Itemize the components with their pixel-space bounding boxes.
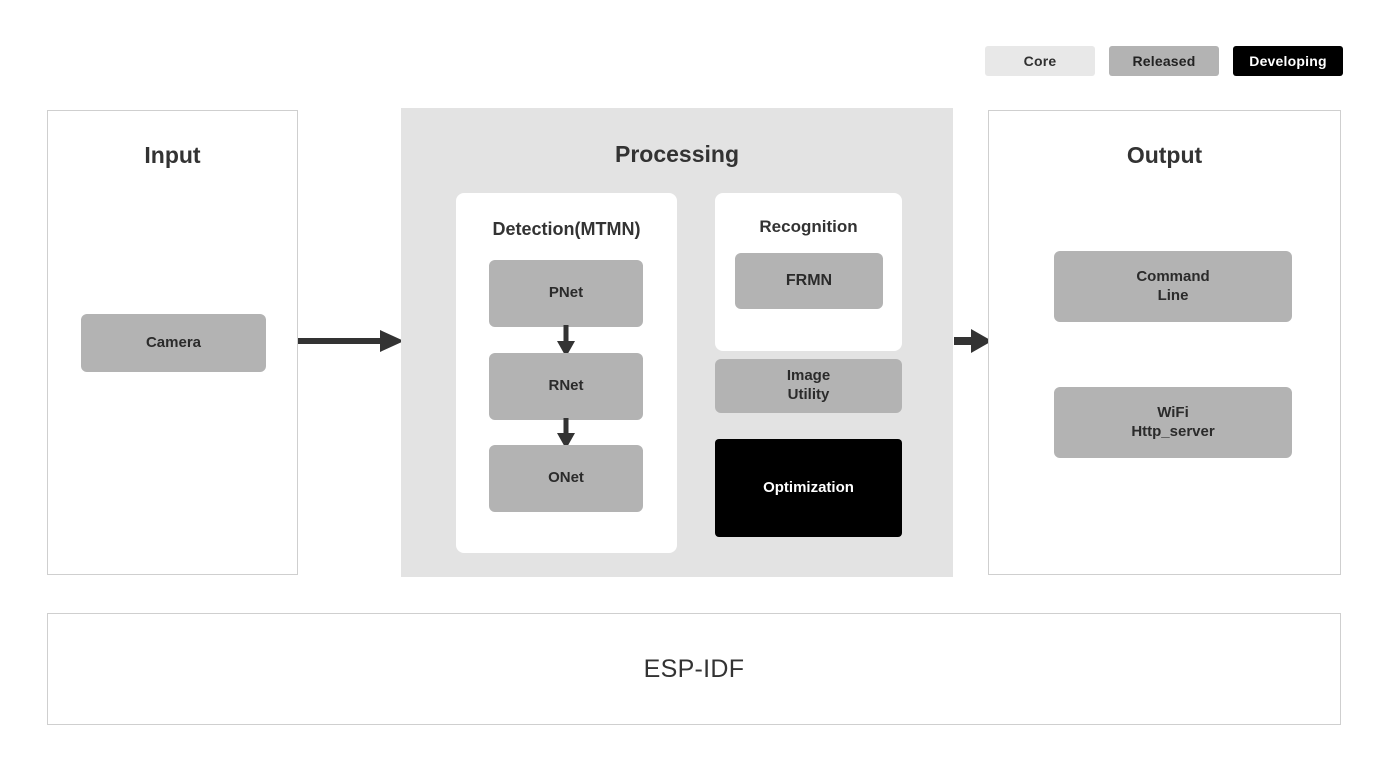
block-wifi-http-server-label: WiFi Http_server bbox=[1131, 404, 1214, 442]
legend-chip-core: Core bbox=[985, 46, 1095, 76]
card-detection-title: Detection(MTMN) bbox=[492, 219, 641, 239]
block-rnet-label: RNet bbox=[548, 377, 584, 395]
card-recognition: Recognition FRMN bbox=[715, 193, 902, 351]
arrow-processing-to-output bbox=[954, 329, 992, 353]
block-wifi-http-server: WiFi Http_server bbox=[1054, 387, 1292, 458]
legend-label-core: Core bbox=[1023, 53, 1057, 69]
panel-output-title: Output bbox=[1126, 142, 1203, 168]
block-frmn: FRMN bbox=[735, 253, 883, 309]
legend-chip-released: Released bbox=[1109, 46, 1219, 76]
block-rnet: RNet bbox=[489, 353, 643, 420]
block-wifi-line2: Http_server bbox=[1131, 422, 1215, 440]
block-image-utility: Image Utility bbox=[715, 359, 902, 413]
legend: Core Released Developing bbox=[985, 46, 1343, 76]
panel-base-esp-idf: ESP-IDF bbox=[47, 613, 1341, 725]
panel-processing-title: Processing bbox=[615, 141, 739, 167]
block-camera-label: Camera bbox=[145, 333, 202, 351]
arrow-input-to-processing bbox=[298, 330, 404, 352]
block-command-line-line1: Command bbox=[1136, 267, 1210, 285]
card-detection: Detection(MTMN) PNet RNet ONet bbox=[456, 193, 677, 553]
legend-label-developing: Developing bbox=[1249, 53, 1327, 69]
panel-input-title: Input bbox=[144, 142, 201, 168]
block-command-line-label: Command Line bbox=[1136, 268, 1209, 306]
arrow-rnet-to-onet bbox=[557, 418, 575, 449]
block-image-utility-line2: Utility bbox=[787, 386, 830, 403]
block-optimization-label: Optimization bbox=[763, 478, 854, 496]
legend-chip-developing: Developing bbox=[1233, 46, 1343, 76]
block-pnet-label: PNet bbox=[548, 284, 584, 302]
block-command-line: Command Line bbox=[1054, 251, 1292, 322]
block-onet: ONet bbox=[489, 445, 643, 512]
block-command-line-line2: Line bbox=[1157, 286, 1189, 304]
block-wifi-line1: WiFi bbox=[1157, 403, 1189, 421]
panel-input: Input Camera bbox=[47, 110, 298, 575]
block-image-utility-label: Image Utility bbox=[787, 367, 830, 405]
block-frmn-label: FRMN bbox=[785, 272, 833, 289]
panel-output: Output Command Line WiFi Http_server bbox=[988, 110, 1341, 575]
block-optimization: Optimization bbox=[715, 439, 902, 537]
card-recognition-title: Recognition bbox=[759, 217, 858, 236]
legend-label-released: Released bbox=[1132, 53, 1196, 69]
base-label: ESP-IDF bbox=[643, 654, 745, 683]
block-camera: Camera bbox=[81, 314, 266, 372]
block-pnet: PNet bbox=[489, 260, 643, 327]
block-image-utility-line1: Image bbox=[786, 367, 831, 385]
block-onet-label: ONet bbox=[548, 469, 584, 487]
arrow-pnet-to-rnet bbox=[557, 325, 575, 357]
panel-processing: Processing Detection(MTMN) PNet RNet ONe… bbox=[401, 108, 953, 577]
